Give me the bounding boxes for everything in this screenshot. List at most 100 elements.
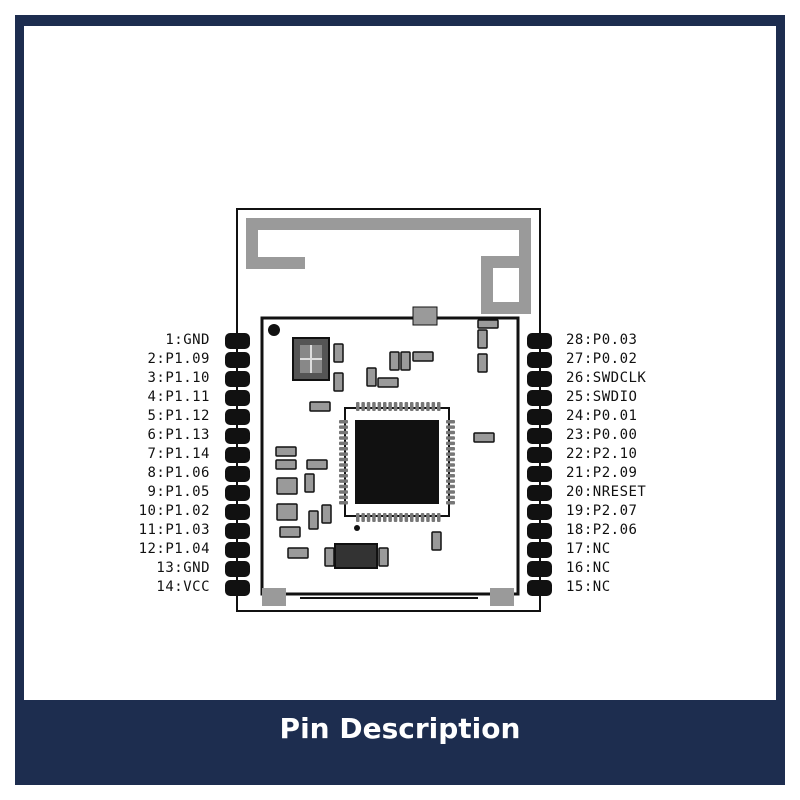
left-pin-label: 13:GND <box>156 560 210 576</box>
chip-pin <box>446 430 455 435</box>
chip-pin <box>446 474 455 478</box>
chip-pin <box>339 468 348 473</box>
right-pad <box>527 409 552 425</box>
left-pad <box>225 580 250 596</box>
left-pin-label: 12:P1.04 <box>138 541 210 557</box>
left-pin-label: 1:GND <box>165 332 210 348</box>
left-pad <box>225 561 250 577</box>
left-pad <box>225 447 250 463</box>
right-pad <box>527 428 552 444</box>
left-pad <box>225 523 250 539</box>
right-pin-label: 26:SWDCLK <box>566 370 647 386</box>
right-pad <box>527 523 552 539</box>
right-pin-label: 24:P0.01 <box>566 408 638 424</box>
mcu-chip <box>339 402 455 531</box>
chip-pin <box>426 513 430 522</box>
left-pad <box>225 428 250 444</box>
chip-pin <box>446 495 455 500</box>
left-pin-label: 7:P1.14 <box>147 446 210 462</box>
diode-component <box>334 543 378 569</box>
right-pad <box>527 466 552 482</box>
passive-component <box>366 367 377 387</box>
left-pin-label: 10:P1.02 <box>138 503 210 519</box>
passive-component <box>287 547 309 559</box>
left-pads <box>225 333 250 596</box>
left-pin-label: 3:P1.10 <box>147 370 210 386</box>
left-pin-label: 5:P1.12 <box>147 408 210 424</box>
right-pin-label: 18:P2.06 <box>566 522 638 538</box>
right-pin-label: 20:NRESET <box>566 484 647 500</box>
passive-component <box>275 446 297 457</box>
left-pin-label: 4:P1.11 <box>147 389 210 405</box>
chip-pin <box>339 474 348 478</box>
right-pin-label: 27:P0.02 <box>566 351 638 367</box>
left-pad <box>225 485 250 501</box>
right-pin-label: 16:NC <box>566 560 611 576</box>
passive-component <box>389 351 400 371</box>
right-pin-label: 17:NC <box>566 541 611 557</box>
chip-pin <box>410 402 414 411</box>
chip-pin <box>431 402 436 411</box>
left-pad <box>225 542 250 558</box>
chip-pin <box>366 402 371 411</box>
chip-pin <box>339 420 348 424</box>
chip-pin <box>404 513 409 522</box>
passive-component <box>324 547 335 567</box>
chip-pin <box>446 463 455 467</box>
chip-pin <box>446 457 455 462</box>
pin1-marker <box>268 324 280 336</box>
passive-components <box>275 319 499 567</box>
chip-pin <box>339 452 348 456</box>
chip-pin <box>383 402 387 411</box>
chip-pin <box>399 513 403 522</box>
chip-pin <box>339 484 348 489</box>
chip-pin <box>426 402 430 411</box>
chip-pin <box>377 513 382 522</box>
chip-pin <box>446 501 455 505</box>
passive-component <box>473 432 495 443</box>
left-pin-label: 14:VCC <box>156 579 210 595</box>
chip-pin <box>446 441 455 446</box>
passive-component <box>400 351 411 371</box>
chip-pin <box>339 463 348 467</box>
chip-pin <box>339 425 348 429</box>
chip-pin <box>339 436 348 440</box>
left-pin-label: 11:P1.03 <box>138 522 210 538</box>
passive-component <box>377 377 399 388</box>
chip-pin <box>446 479 455 483</box>
shield-outline <box>260 316 520 596</box>
chip-pin <box>446 468 455 473</box>
left-pin-label: 9:P1.05 <box>147 484 210 500</box>
chip-pin <box>339 495 348 500</box>
passive-component <box>304 473 315 493</box>
passive-component <box>412 351 434 362</box>
passive-component <box>431 531 442 551</box>
passive-component <box>276 477 298 495</box>
antenna-trace <box>246 218 531 314</box>
chip-pin <box>399 402 403 411</box>
left-pad <box>225 352 250 368</box>
passive-component <box>308 510 319 530</box>
right-pin-label: 25:SWDIO <box>566 389 638 405</box>
left-pin-label: 6:P1.13 <box>147 427 210 443</box>
chip-pin <box>388 402 392 411</box>
passive-component <box>279 526 301 538</box>
left-pad <box>225 409 250 425</box>
chip-pin <box>446 490 455 494</box>
right-pad <box>527 561 552 577</box>
right-pin-label: 28:P0.03 <box>566 332 638 348</box>
right-pin-label: 23:P0.00 <box>566 427 638 443</box>
chip-pin <box>446 447 455 451</box>
left-pad <box>225 466 250 482</box>
left-pad <box>225 390 250 406</box>
chip-pin <box>393 513 398 522</box>
chip-pin <box>361 513 365 522</box>
chip-pin <box>372 402 376 411</box>
chip-pin <box>356 513 360 522</box>
passive-component <box>275 459 297 470</box>
chip-pin <box>339 501 348 505</box>
passive-component <box>378 547 389 567</box>
passive-component <box>306 459 328 470</box>
shield-notch-bottom-right <box>490 588 514 606</box>
chip-pin <box>339 479 348 483</box>
